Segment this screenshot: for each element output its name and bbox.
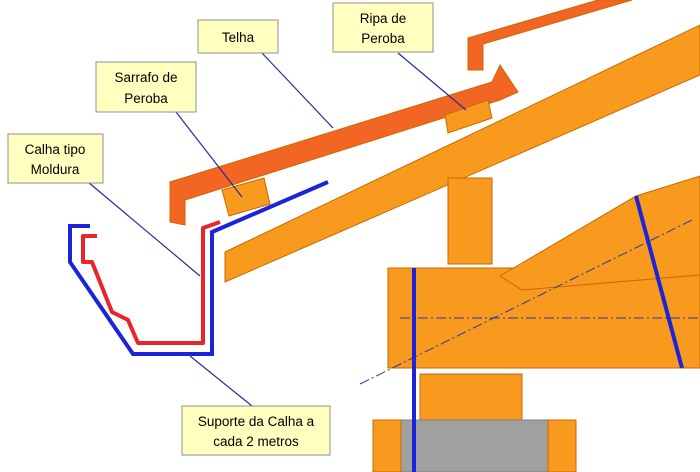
wall-right — [547, 419, 577, 472]
callout-calha: Calha tipo Moldura — [7, 133, 104, 184]
leader-telha — [261, 52, 334, 129]
upper-tile — [467, 0, 633, 71]
leader-sarrafo — [175, 111, 243, 198]
callout-ripa-box — [332, 2, 434, 53]
wall-left — [372, 419, 402, 472]
ripa-batten — [444, 99, 493, 134]
callout-calha-box — [7, 133, 104, 184]
rafter — [224, 24, 700, 283]
callout-sarrafo-line2: Peroba — [124, 91, 168, 106]
callout-suporte-box — [181, 405, 331, 456]
callout-suporte-line1: Suporte da Calha a — [198, 414, 315, 429]
bolt-inclined — [634, 195, 684, 369]
callout-telha-line1: Telha — [222, 30, 255, 45]
callout-telha-box — [197, 19, 279, 54]
callout-calha-line2: Moldura — [31, 162, 80, 177]
roof-tile — [169, 63, 519, 226]
leader-ripa — [397, 52, 467, 111]
leader-suporte — [189, 355, 253, 407]
wall-core — [399, 419, 549, 472]
callout-ripa-line1: Ripa de — [360, 11, 407, 26]
strut — [499, 175, 700, 291]
callout-telha: Telha — [197, 19, 279, 54]
callout-ripa: Ripa de Peroba — [332, 2, 434, 53]
leader-calha — [87, 181, 201, 277]
callout-sarrafo-line1: Sarrafo de — [114, 70, 177, 85]
gutter-support-bracket — [68, 180, 329, 356]
callout-sarrafo-box — [95, 61, 197, 113]
callout-calha-line1: Calha tipo — [25, 142, 86, 157]
callout-ripa-line2: Peroba — [361, 31, 405, 46]
callout-sarrafo: Sarrafo de Peroba — [95, 61, 197, 113]
callout-suporte: Suporte da Calha a cada 2 metros — [181, 405, 331, 456]
post — [447, 177, 493, 265]
callout-suporte-line2: cada 2 metros — [213, 434, 299, 449]
wall-block — [419, 373, 523, 421]
gutter-profile — [81, 220, 221, 345]
